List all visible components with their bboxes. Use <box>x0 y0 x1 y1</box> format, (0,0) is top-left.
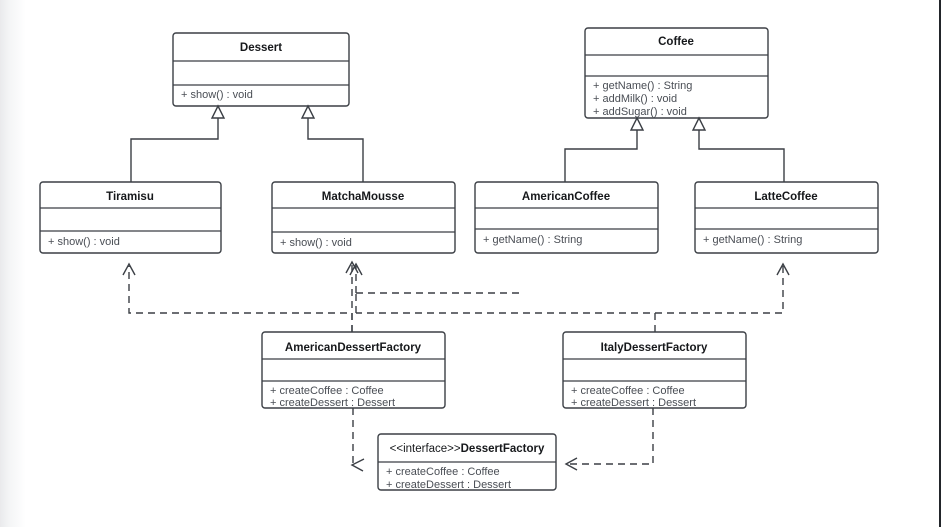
dependency-italyfactory-to-matchamousse <box>349 262 656 332</box>
class-method-coffee-0: + getName() : String <box>593 80 692 92</box>
class-box-coffee[interactable]: Coffee + getName() : String + addMilk() … <box>584 27 769 119</box>
class-method-dessertfactory-1: + createDessert : Dessert <box>386 479 511 491</box>
class-name-matchamousse: MatchaMousse <box>322 191 404 203</box>
class-method-coffee-2: + addSugar() : void <box>593 106 687 118</box>
class-method-dessert-0: + show() : void <box>181 89 253 101</box>
class-method-lattecoffee-0: + getName() : String <box>703 234 802 246</box>
dependency-italyfactory-to-lattecoffee <box>356 262 790 314</box>
class-method-coffee-1: + addMilk() : void <box>593 93 677 105</box>
class-name-tiramisu: Tiramisu <box>106 191 154 203</box>
class-method-italydessertfactory-0: + createCoffee : Coffee <box>571 385 685 397</box>
class-box-dessertfactory-interface[interactable]: <<interface>>DessertFactory + createCoff… <box>377 433 557 491</box>
stereotype-interface: <<interface>> <box>390 443 461 455</box>
class-method-matchamousse-0: + show() : void <box>280 237 352 249</box>
dependency-americanfactory-to-americancoffee <box>345 260 359 332</box>
class-name-dessert: Dessert <box>240 42 282 54</box>
class-method-dessertfactory-0: + createCoffee : Coffee <box>386 466 500 478</box>
class-name-americandessertfactory: AmericanDessertFactory <box>285 342 422 354</box>
class-box-dessert[interactable]: Dessert + show() : void <box>172 32 350 107</box>
class-box-matchamousse[interactable]: MatchaMousse + show() : void <box>271 181 456 254</box>
interface-name-label: DessertFactory <box>461 443 545 455</box>
generalization-tiramisu-to-dessert <box>130 104 226 182</box>
class-name-lattecoffee: LatteCoffee <box>754 191 817 203</box>
class-box-americandessertfactory[interactable]: AmericanDessertFactory + createCoffee : … <box>261 331 446 409</box>
class-box-italydessertfactory[interactable]: ItalyDessertFactory + createCoffee : Cof… <box>562 331 747 409</box>
class-name-americancoffee: AmericanCoffee <box>522 191 610 203</box>
class-method-americancoffee-0: + getName() : String <box>483 234 582 246</box>
class-box-tiramisu[interactable]: Tiramisu + show() : void <box>39 181 222 254</box>
realization-italyfactory-to-dessertfactory <box>564 408 654 471</box>
class-box-lattecoffee[interactable]: LatteCoffee + getName() : String <box>694 181 879 254</box>
class-name-italydessertfactory: ItalyDessertFactory <box>601 342 708 354</box>
class-box-americancoffee[interactable]: AmericanCoffee + getName() : String <box>474 181 659 254</box>
generalization-lattecoffee-to-coffee <box>691 116 785 182</box>
realization-americanfactory-to-dessertfactory <box>350 408 365 472</box>
class-method-americandessertfactory-0: + createCoffee : Coffee <box>270 385 384 397</box>
generalization-americancoffee-to-coffee <box>564 116 645 182</box>
class-method-tiramisu-0: + show() : void <box>48 236 120 248</box>
class-method-italydessertfactory-1: + createDessert : Dessert <box>571 397 696 409</box>
class-name-dessertfactory: <<interface>>DessertFactory <box>390 443 545 455</box>
class-method-americandessertfactory-1: + createDessert : Dessert <box>270 397 395 409</box>
dependency-americanfactory-to-tiramisu <box>122 262 353 332</box>
class-name-coffee: Coffee <box>658 36 694 48</box>
generalization-matchamousse-to-dessert <box>300 104 364 182</box>
